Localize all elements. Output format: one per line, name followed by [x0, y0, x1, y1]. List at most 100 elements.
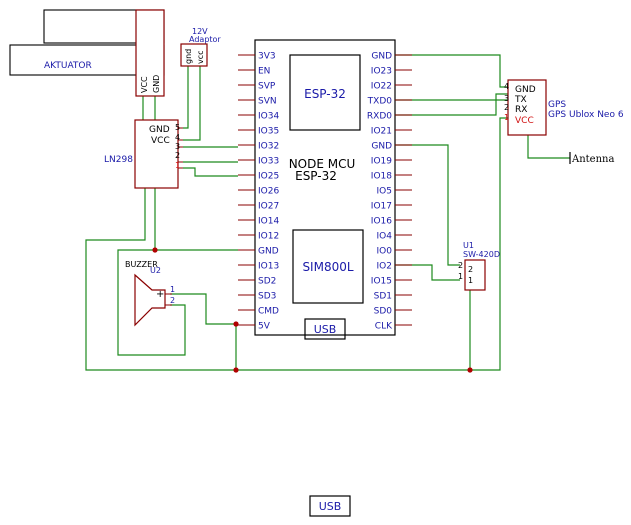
mcu-right-pin-label: SD0 — [374, 307, 393, 317]
wire-adaptor-gnd — [183, 66, 189, 129]
adaptor-box — [180, 43, 208, 67]
mcu-left-pin-label: SVP — [258, 82, 276, 92]
driver-pin-2: 2 — [175, 151, 180, 160]
mcu-right-pin-label: IO0 — [377, 247, 393, 257]
adaptor-title-line2: Adaptor — [189, 35, 221, 44]
gps-pin-rx: RX — [515, 105, 527, 115]
junctions — [152, 247, 473, 373]
mcu-left-pin-label: SVN — [258, 97, 277, 107]
buzzer-pin-1: 1 — [170, 285, 175, 294]
mcu-module: ESP-32 SIM800L USB NODE MCU ESP-32 3V3EN… — [238, 39, 412, 340]
gps-module: GND TX RX VCC 4 3 2 1 GPS GPS Ublox Neo … — [504, 79, 624, 165]
wire-antenna — [527, 135, 570, 159]
mcu-left-pin-label: 5V — [258, 322, 271, 332]
mcu-left-pin-label: IO12 — [258, 232, 279, 242]
wire-driver-io25 — [183, 167, 238, 177]
driver-pin-3: 3 — [175, 142, 180, 151]
mcu-left-pin-label: CMD — [258, 307, 279, 317]
sensor-outer-pin-2: 2 — [458, 261, 463, 270]
footer-usb: USB — [309, 495, 351, 517]
mcu-left-pin-label: IO33 — [258, 157, 279, 167]
mcu-right-pin-label: GND — [371, 52, 392, 62]
junction-dot — [152, 247, 158, 253]
adaptor: 12V Adaptor gnd vcc — [180, 27, 221, 67]
mcu-right-pin-label: SD1 — [374, 292, 392, 302]
footer-usb-box — [309, 495, 351, 517]
aktuator-pin-gnd: GND — [152, 75, 161, 93]
wire-rxd-gps — [395, 93, 508, 116]
mcu-right-pin-label: GND — [371, 142, 392, 152]
mcu-right-pin-label: IO21 — [371, 127, 392, 137]
wire-gps-vcc — [85, 117, 508, 371]
footer-usb-label: USB — [319, 500, 342, 513]
gps-pin-vcc: VCC — [515, 116, 534, 126]
mcu-left-pin-label: IO14 — [258, 217, 279, 227]
wire-gnd-gps — [395, 54, 508, 88]
ln298-driver: GND VCC LN298 5 4 3 2 1 — [104, 119, 183, 189]
mcu-right-pins: GNDIO23IO22TXD0RXD0IO21GNDIO19IO18IO5IO1… — [367, 52, 412, 332]
gps-body — [507, 79, 547, 136]
mcu-usb-label: USB — [314, 323, 337, 336]
sim800l-box — [292, 229, 364, 304]
mcu-left-pin-label: EN — [258, 67, 270, 77]
gps-part-label: GPS Ublox Neo 6 — [548, 110, 624, 120]
mcu-usb-box — [304, 318, 346, 340]
driver-gnd-label: GND — [149, 125, 170, 135]
mcu-right-pin-label: IO22 — [371, 82, 392, 92]
wire-buzzer-gnd — [117, 249, 186, 356]
driver-pin-4: 4 — [175, 133, 180, 142]
esp32-box — [289, 54, 361, 131]
mcu-right-pin-label: IO17 — [371, 202, 392, 212]
mcu-left-pin-label: IO26 — [258, 187, 279, 197]
adaptor-pin-vcc: vcc — [196, 50, 205, 64]
mcu-title-line2: ESP-32 — [295, 169, 337, 183]
aktuator-label: AKTUATOR — [44, 61, 92, 71]
mcu-right-pin-label: IO15 — [371, 277, 392, 287]
mcu-left-pin-label: IO32 — [258, 142, 279, 152]
sim800l-box-label: SIM800L — [302, 260, 353, 274]
wires — [85, 54, 570, 371]
gps-label: GPS — [548, 100, 566, 110]
vibration-sensor: U1 SW-420D 2 1 2 1 — [458, 241, 500, 291]
mcu-left-pin-label: SD2 — [258, 277, 276, 287]
mcu-right-pin-label: TXD0 — [367, 97, 393, 107]
sensor-pin-1: 1 — [468, 276, 473, 285]
buzzer-plus: + — [156, 289, 164, 300]
buzzer-symbol — [134, 273, 166, 327]
esp32-box-label: ESP-32 — [304, 87, 346, 101]
sensor-body — [464, 259, 486, 291]
mcu-right-pin-label: IO16 — [371, 217, 392, 227]
wire-io2-sensor — [395, 264, 460, 281]
junction-dot — [233, 367, 239, 373]
buzzer-ref: U2 — [150, 266, 161, 275]
buzzer-label: BUZZER — [125, 260, 158, 269]
mcu-left-pins: 3V3ENSVPSVNIO34IO35IO32IO33IO25IO26IO27I… — [238, 52, 279, 332]
wire-gnd-sensor — [395, 144, 460, 266]
mcu-left-pin-label: IO27 — [258, 202, 279, 212]
mcu-right-pin-label: IO4 — [377, 232, 393, 242]
mcu-left-pin-label: SD3 — [258, 292, 276, 302]
mcu-left-pin-label: IO13 — [258, 262, 279, 272]
wire-adaptor-vcc — [183, 66, 201, 141]
gps-pin-num-1: 1 — [504, 113, 509, 122]
gps-pin-gnd: GND — [515, 85, 536, 95]
junction-dot — [467, 367, 473, 373]
mcu-right-pin-label: RXD0 — [367, 112, 392, 122]
mcu-right-pin-label: IO19 — [371, 157, 392, 167]
mcu-left-pin-label: IO25 — [258, 172, 279, 182]
gps-pin-num-2: 2 — [504, 103, 509, 112]
mcu-right-pin-label: IO2 — [377, 262, 392, 272]
mcu-body — [254, 39, 396, 336]
mcu-title-line1: NODE MCU — [289, 157, 356, 171]
sensor-pin-2: 2 — [468, 265, 473, 274]
sensor-ref: U1 — [463, 241, 474, 250]
mcu-right-pin-label: IO23 — [371, 67, 392, 77]
wire-buzzer-5v — [170, 293, 238, 325]
mcu-right-pin-label: IO5 — [377, 187, 392, 197]
mcu-left-pin-label: 3V3 — [258, 52, 276, 62]
gps-pin-num-4: 4 — [504, 82, 509, 91]
sensor-part: SW-420D — [463, 250, 500, 259]
driver-vcc-label: VCC — [151, 136, 170, 146]
gps-pin-tx: TX — [514, 95, 527, 105]
